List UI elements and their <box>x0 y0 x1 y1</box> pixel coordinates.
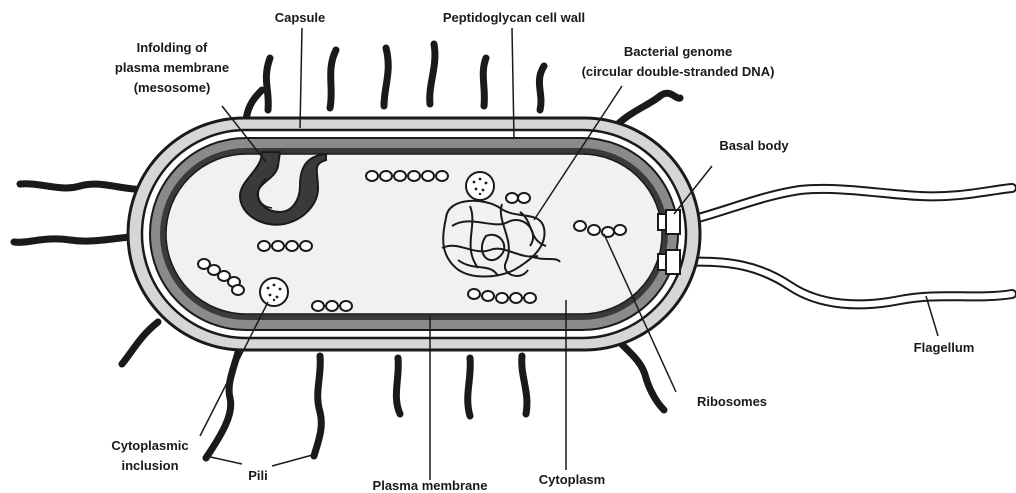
label-plasma-membrane: Plasma membrane <box>373 478 488 493</box>
leader-pili-b <box>272 454 316 466</box>
label-capsule: Capsule <box>275 10 326 25</box>
pilus <box>266 58 270 110</box>
pilus <box>396 358 400 414</box>
label-cytoplasmic-2: inclusion <box>121 458 178 473</box>
pilus <box>314 356 321 456</box>
pilus <box>522 356 527 414</box>
label-cytoplasm: Cytoplasm <box>539 472 605 487</box>
label-basal-body: Basal body <box>719 138 789 153</box>
label-genome-2: (circular double-stranded DNA) <box>582 64 775 79</box>
leader-pili-a <box>206 456 242 464</box>
leader-capsule <box>300 28 302 128</box>
pilus <box>539 66 544 110</box>
leader-flagellum <box>926 296 938 336</box>
inclusion-granule <box>260 278 288 306</box>
label-genome-1: Bacterial genome <box>624 44 732 59</box>
inclusion-granule <box>466 172 494 200</box>
pilus <box>122 322 158 364</box>
label-ribosomes: Ribosomes <box>697 394 767 409</box>
label-mesosome-2: plasma membrane <box>115 60 229 75</box>
label-cytoplasmic-1: Cytoplasmic <box>111 438 188 453</box>
label-cell-wall: Peptidoglycan cell wall <box>443 10 585 25</box>
pilus <box>384 48 388 106</box>
pilus <box>468 358 471 416</box>
label-mesosome-3: (mesosome) <box>134 80 211 95</box>
pilus <box>330 50 336 108</box>
pilus <box>483 58 486 106</box>
pilus <box>206 344 240 458</box>
flagella-group <box>684 188 1012 304</box>
label-flagellum: Flagellum <box>914 340 975 355</box>
pilus <box>20 184 150 190</box>
ribosome-cluster <box>312 301 352 311</box>
pilus <box>430 44 435 104</box>
label-mesosome-1: Infolding of <box>137 40 208 55</box>
pilus <box>614 336 664 410</box>
label-pili: Pili <box>248 468 268 483</box>
